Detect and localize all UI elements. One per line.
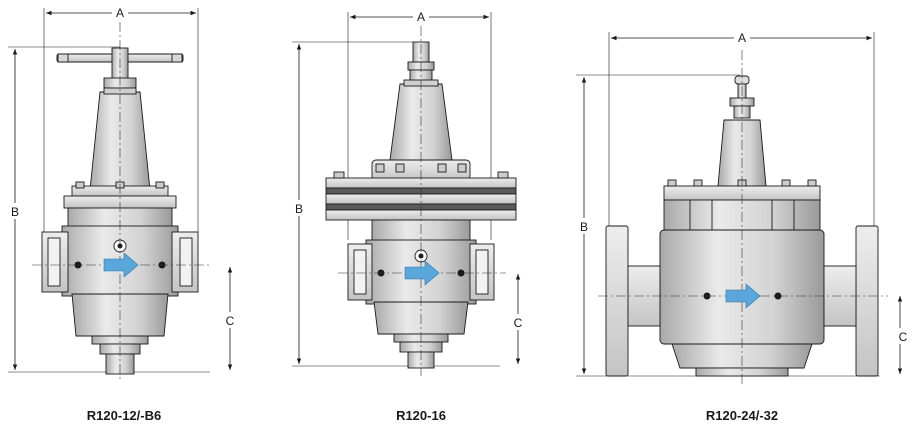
dimension-a-label: A xyxy=(417,10,425,24)
dimension-a-model-3: A xyxy=(608,30,875,230)
regulator-r120-16: A B C xyxy=(292,9,525,423)
model-caption-r120-16: R120-16 xyxy=(396,408,446,423)
dimension-b-model-2: B xyxy=(292,41,500,367)
regulator-r120-12: A B C xyxy=(8,5,237,423)
dimension-b-label: B xyxy=(295,202,303,216)
dimension-c-model-2: C xyxy=(511,274,525,364)
dimension-c-label: C xyxy=(226,314,235,328)
dimension-a-label: A xyxy=(738,31,746,45)
outlet-flange xyxy=(855,225,879,377)
dimension-c-label: C xyxy=(514,316,523,330)
model-caption-r120-24: R120-24/-32 xyxy=(706,408,778,423)
dimension-b-label: B xyxy=(11,205,19,219)
dimension-a-model-1: A xyxy=(43,5,199,232)
model-caption-r120-12: R120-12/-B6 xyxy=(87,408,161,423)
regulator-r120-24: A B C xyxy=(576,30,908,423)
dimension-b-label: B xyxy=(580,220,588,234)
inlet-flange xyxy=(605,225,629,377)
dimension-c-label: C xyxy=(899,330,908,344)
dimension-a-model-2: A xyxy=(347,9,492,240)
dimension-a-label: A xyxy=(116,6,124,20)
flow-arrow-icon xyxy=(725,283,761,309)
dimension-c-model-1: C xyxy=(223,267,237,370)
flow-arrow-icon xyxy=(404,260,440,286)
dimension-c-model-3: C xyxy=(893,296,908,374)
flow-arrow-icon xyxy=(103,252,139,278)
